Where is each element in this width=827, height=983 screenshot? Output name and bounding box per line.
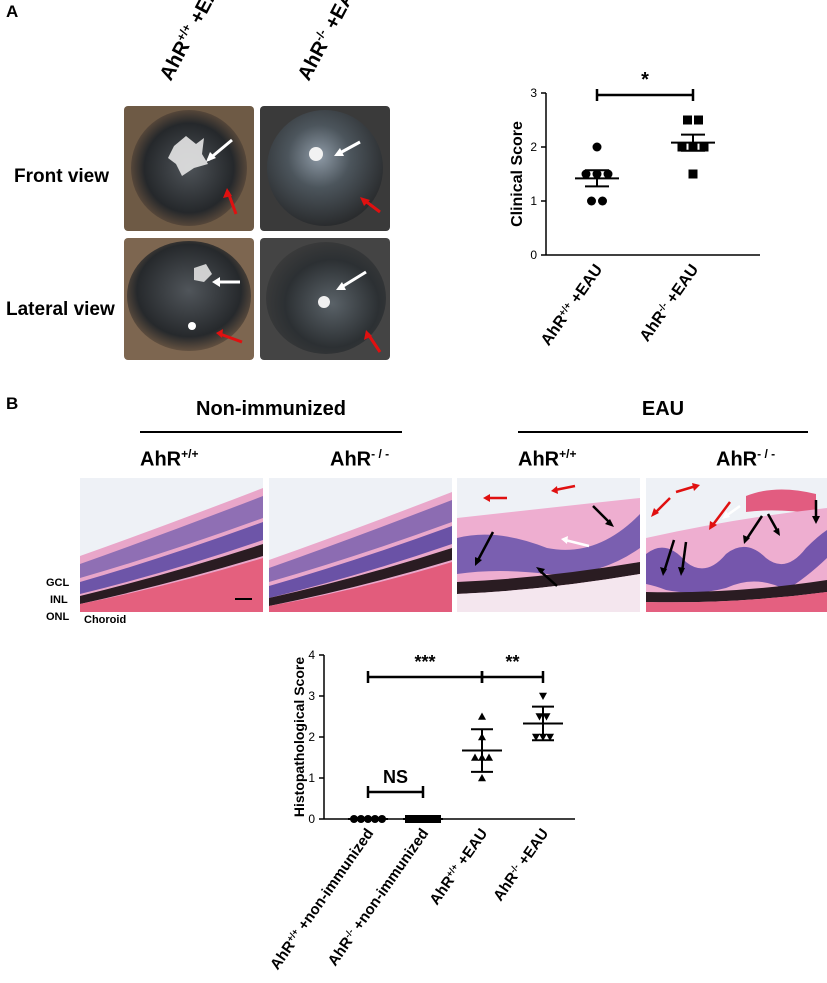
data-point: [532, 733, 540, 741]
data-point: [535, 713, 544, 721]
data-point: [471, 753, 479, 761]
histology-image-ko-eau: [646, 478, 827, 612]
y-tick-label: 2: [530, 140, 537, 154]
significance-label: ***: [414, 652, 435, 672]
y-tick-label: 0: [308, 812, 315, 826]
eye-photo-lateral-wt: [124, 238, 254, 360]
data-point: [581, 169, 591, 179]
panel-b-letter: B: [6, 394, 19, 413]
y-axis-label: Clinical Score: [509, 121, 526, 227]
x-category-label: AhR-/- +non-immunized: [325, 826, 433, 970]
eye-photo-front-wt: [124, 106, 254, 231]
y-tick-label: 1: [530, 194, 537, 208]
data-point: [688, 169, 698, 179]
x-category-label: AhR-/- +EAU: [490, 826, 552, 905]
data-point: [478, 712, 486, 720]
data-point: [603, 169, 613, 179]
x-category-label: AhR-/- +EAU: [636, 261, 702, 345]
hist-col-title-3: AhR+/+: [518, 447, 577, 471]
data-point: [699, 142, 709, 152]
data-point: [546, 733, 554, 741]
data-point: [694, 115, 703, 125]
x-category-label: AhR+/+ +non-immunized: [267, 826, 377, 973]
significance-label: **: [505, 652, 519, 672]
layer-label-onl: ONL: [46, 611, 70, 623]
row-label-lateral-view: Lateral view: [6, 299, 115, 320]
group-title-eau: EAU: [641, 398, 685, 420]
y-tick-label: 1: [308, 771, 315, 785]
eye-photo-lateral-ko: [260, 238, 390, 360]
y-axis-label: Histopathological Score: [291, 657, 307, 817]
eye-photo-front-ko: [260, 106, 390, 231]
histology-image-wt-non-immunized: [80, 478, 263, 612]
data-point: [587, 196, 596, 206]
histology-image-wt-eau: [457, 478, 640, 612]
row-label-front-view: Front view: [14, 166, 110, 187]
panel-a-letter: A: [6, 2, 19, 21]
layer-label-gcl: GCL: [46, 577, 70, 589]
data-point: [683, 115, 692, 125]
x-category-label: AhR+/+ +EAU: [538, 261, 607, 349]
group-underline-non-immunized: [140, 431, 402, 433]
histology-image-ko-non-immunized: [269, 478, 452, 612]
data-point: [677, 142, 687, 152]
significance-label: NS: [383, 767, 408, 787]
group-title-non-immunized: Non-immunized: [196, 398, 346, 420]
y-tick-label: 4: [308, 648, 315, 662]
data-point: [598, 196, 607, 206]
layer-label-inl: INL: [50, 594, 68, 606]
panel-a-col-title-2: AhR-/- +EAU: [293, 0, 366, 85]
y-tick-label: 0: [530, 248, 537, 262]
hist-col-title-4: AhR- / -: [716, 447, 776, 471]
hist-col-title-1: AhR+/+: [140, 447, 199, 471]
data-point: [542, 713, 551, 721]
panel-a-col-title-1: AhR+/+ +EAU: [155, 0, 231, 85]
x-category-label: AhR+/+ +EAU: [426, 826, 491, 909]
data-point: [539, 692, 547, 700]
y-tick-label: 2: [308, 730, 315, 744]
data-point: [592, 142, 602, 152]
y-tick-label: 3: [308, 689, 315, 703]
y-tick-label: 3: [530, 86, 537, 100]
data-point: [478, 774, 486, 782]
layer-label-choroid: Choroid: [84, 614, 127, 626]
significance-label: *: [641, 70, 649, 91]
hist-col-title-2: AhR- / -: [330, 447, 390, 471]
data-point: [485, 753, 493, 761]
group-underline-eau: [518, 431, 808, 433]
